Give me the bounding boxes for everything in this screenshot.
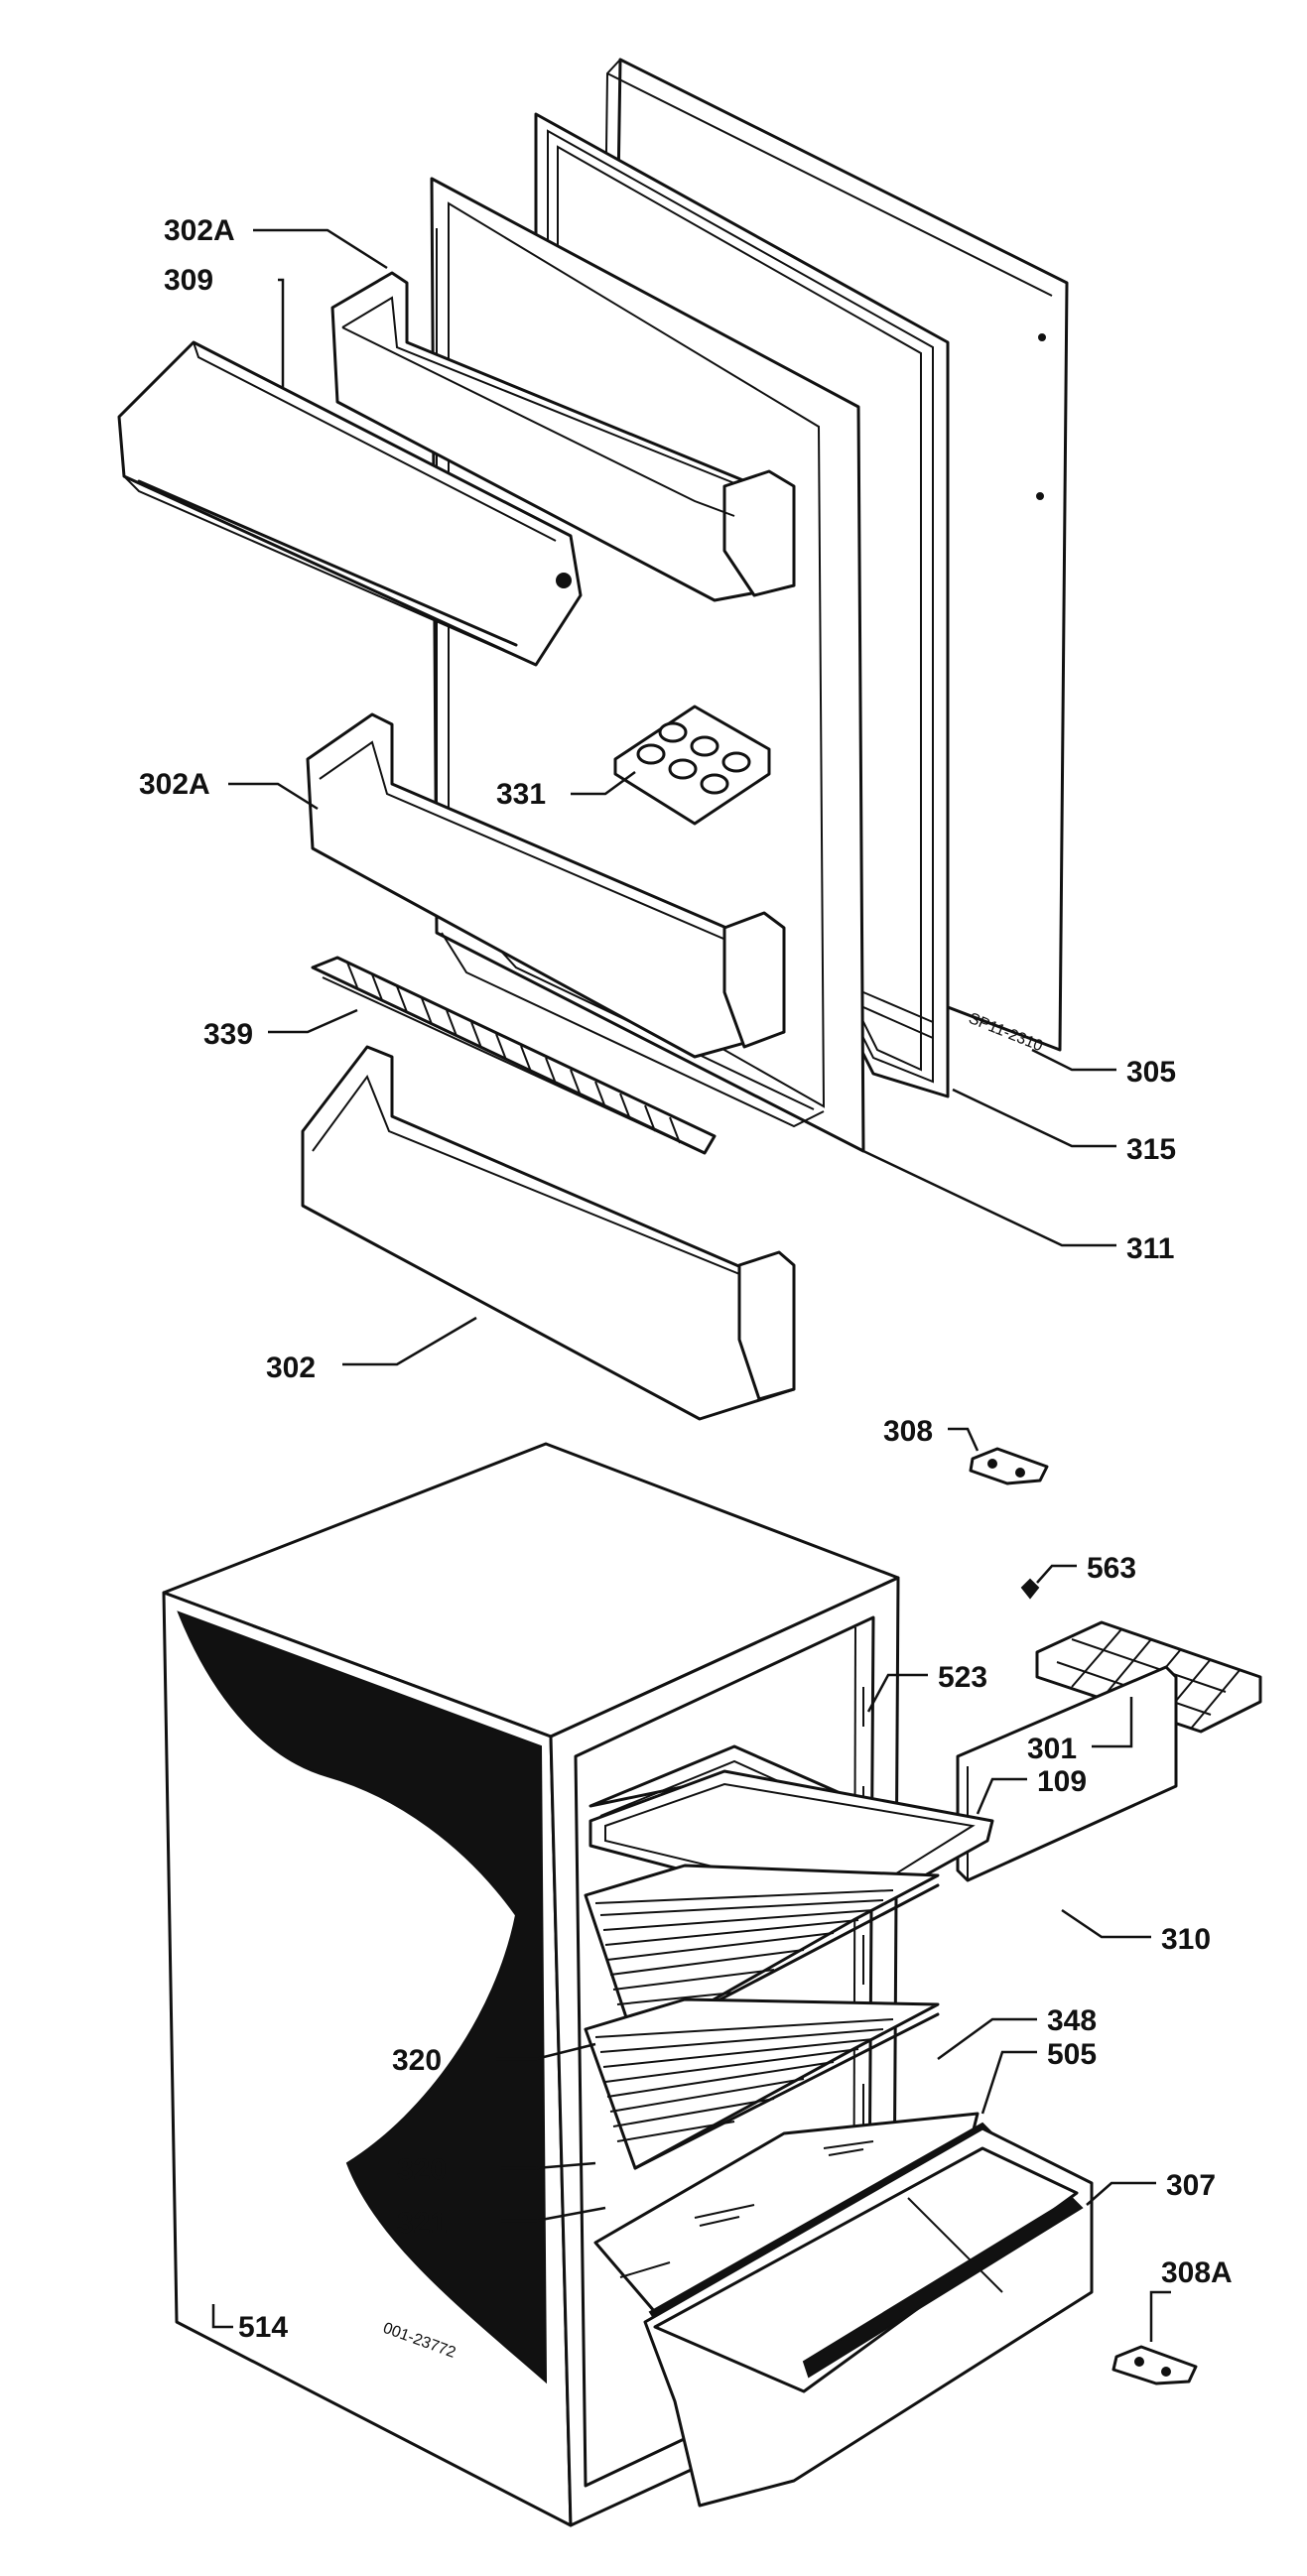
label-320-lower: 320 [397, 2153, 447, 2186]
label-311: 311 [1126, 1232, 1174, 1265]
label-505: 505 [1047, 2038, 1097, 2071]
label-305: 305 [1126, 1056, 1176, 1089]
label-302A-mid: 302A [139, 768, 210, 801]
label-563: 563 [1087, 1552, 1136, 1585]
wire-shelf-320-lower [584, 1997, 940, 2170]
label-309: 309 [164, 264, 213, 297]
label-308A: 308A [1161, 2256, 1233, 2289]
wire-shelf-320-upper [584, 1864, 940, 2046]
label-514: 514 [238, 2311, 288, 2344]
label-348: 348 [1047, 2004, 1097, 2037]
label-302: 302 [266, 1352, 316, 1384]
label-523: 523 [938, 1661, 987, 1694]
label-321: 321 [397, 2207, 447, 2240]
label-308: 308 [883, 1415, 933, 1448]
label-339: 339 [203, 1018, 253, 1051]
crisper-drawer-307 [643, 2126, 1094, 2508]
bottle-retainer-339 [311, 956, 717, 1155]
label-310: 310 [1161, 1923, 1211, 1956]
label-307: 307 [1166, 2169, 1216, 2202]
label-301: 301 [1027, 1733, 1077, 1765]
part-labels: 302A 309 302A 331 339 305 315 311 302 30… [139, 214, 1233, 2344]
leader-lines [211, 228, 1171, 2342]
door-shelf-302-bottom [301, 1045, 796, 1421]
label-331: 331 [496, 778, 546, 811]
plug-563 [1020, 1578, 1040, 1600]
crisper-cover-321 [593, 2112, 980, 2314]
door-shelf-302A-top [330, 271, 796, 602]
egg-tray-331 [613, 705, 771, 826]
label-320-upper: 320 [392, 2044, 442, 2077]
label-109: 109 [1037, 1765, 1087, 1798]
label-302A-top: 302A [164, 214, 235, 247]
hinge-308 [969, 1447, 1049, 1485]
dairy-compartment-309 [117, 340, 583, 667]
door-shelf-302A-mid [306, 712, 786, 1059]
hinge-308A [1111, 2345, 1198, 2385]
label-315: 315 [1126, 1133, 1176, 1166]
